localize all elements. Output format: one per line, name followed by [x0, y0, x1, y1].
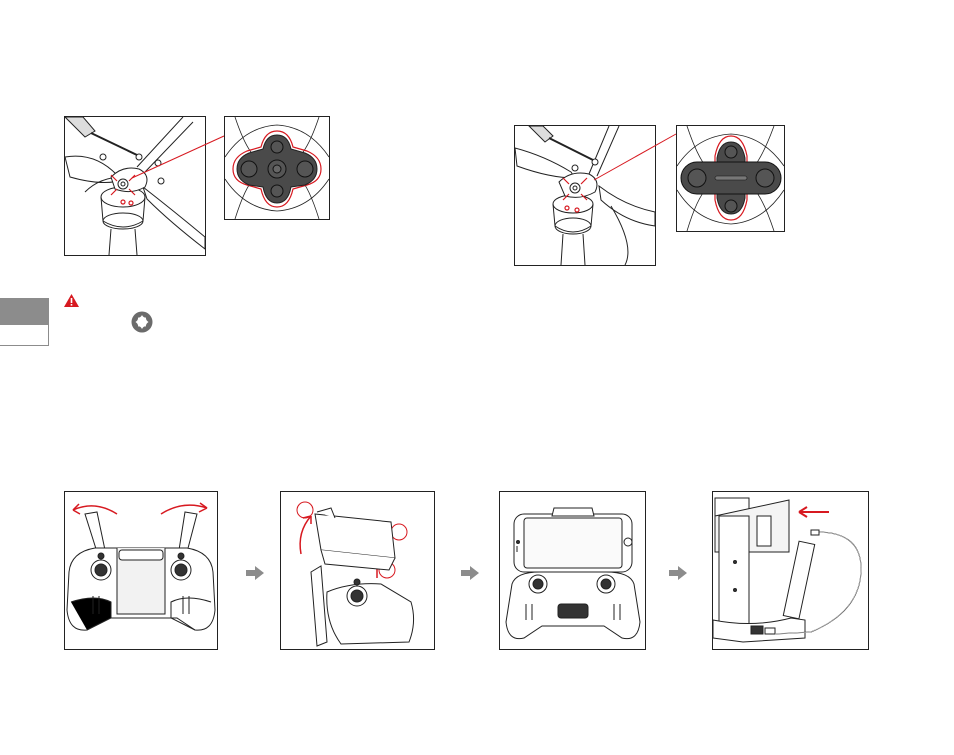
- hub-detail-right-figure: [676, 125, 785, 232]
- cable-connect-figure: [712, 491, 869, 650]
- controller-unfold-figure: [64, 491, 218, 650]
- section-tab-active: [0, 298, 49, 324]
- right-arrow-icon: [461, 566, 479, 580]
- section-tab: [0, 324, 49, 346]
- right-arrow-icon: [246, 566, 264, 580]
- torx-bit-icon: [131, 311, 153, 333]
- right-arrow-icon: [669, 566, 687, 580]
- clamp-extend-figure: [280, 491, 435, 650]
- hub-detail-left-figure: [224, 116, 330, 220]
- phone-mounted-figure: [499, 491, 646, 650]
- step-marker-2: [391, 524, 407, 540]
- warning-triangle-icon: [64, 294, 79, 307]
- callout-line-left: [120, 126, 240, 186]
- callout-line-right: [590, 130, 680, 190]
- step-marker-1: [297, 502, 313, 518]
